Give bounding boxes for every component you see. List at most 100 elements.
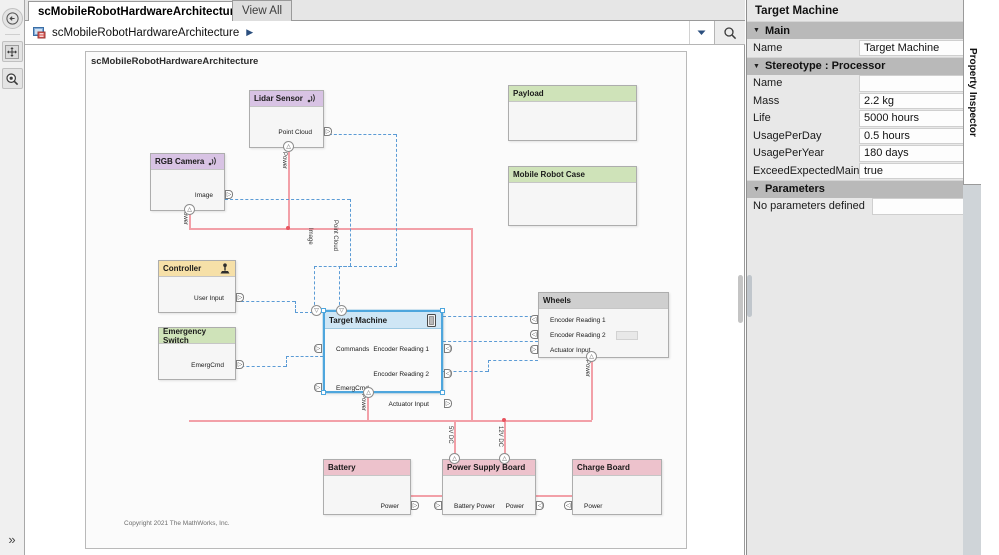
block-target-machine[interactable]: Target Machine Commands ▷ EmergCmd ▷ Enc…: [311, 305, 452, 408]
inspector-row-value[interactable]: [872, 198, 975, 215]
block-lidar-sensor[interactable]: Lidar Sensor Point Cloud ▷ △: [249, 90, 332, 152]
power-wire-target: [367, 392, 369, 420]
tab-view-all[interactable]: View All: [232, 0, 293, 21]
signal-controller-2: [295, 301, 296, 312]
magnifier-glyph: [6, 72, 19, 85]
left-toolbar: »: [0, 0, 25, 555]
in-port-commands[interactable]: ▷: [314, 344, 322, 353]
property-inspector-panel: Target Machine ▼ Main Name Target Machin…: [746, 0, 981, 555]
inspector-row-label: Name: [753, 77, 783, 90]
breadcrumb-label[interactable]: scMobileRobotHardwareArchitecture: [52, 26, 240, 39]
block-charge-board[interactable]: Charge Board Power ◁: [564, 459, 662, 515]
in-port-encoder-2[interactable]: ◁: [444, 369, 452, 378]
out-port-actuator-input[interactable]: ▷: [444, 399, 452, 408]
power-junction-upper: [286, 226, 290, 230]
processor-glyph: [427, 314, 436, 327]
selection-handle-tr[interactable]: [440, 308, 445, 313]
inspector-row: Mass 2.2 kg: [747, 92, 981, 110]
signal-emerg-3: [286, 356, 323, 357]
breadcrumb-arrow-icon[interactable]: ▶: [246, 27, 254, 37]
inspector-row-value[interactable]: [859, 75, 975, 92]
in-port-encoder-1[interactable]: ◁: [444, 344, 452, 353]
block-body: Power ◁: [564, 476, 661, 513]
in-port-emergcmd[interactable]: ▷: [314, 383, 322, 392]
port-triangle: ▷: [325, 128, 331, 135]
block-mobile-robot-case[interactable]: Mobile Robot Case: [508, 166, 637, 226]
block-battery[interactable]: Battery Power ▷: [323, 459, 419, 515]
port-triangle: ◁: [531, 316, 537, 323]
inspector-row-value[interactable]: 5000 hours: [859, 110, 975, 127]
port-triangle: ◁: [531, 331, 537, 338]
signal-rgb-1: [225, 199, 350, 200]
inspector-row-value[interactable]: 2.2 kg: [859, 92, 975, 109]
search-icon[interactable]: [714, 21, 745, 44]
selection-handle-bl[interactable]: [321, 390, 326, 395]
port-label-psu-battery-power: Battery Power: [454, 503, 495, 510]
block-body: EmergCmd ▷: [159, 344, 244, 378]
tab-model[interactable]: scMobileRobotHardwareArchitecture: [28, 1, 251, 22]
chevron-down-icon: ▼: [753, 27, 760, 34]
block-title: Controller: [163, 264, 202, 273]
fit-to-view-icon[interactable]: [1, 41, 23, 62]
inspector-group-parameters[interactable]: ▼ Parameters: [747, 179, 981, 198]
block-wheels[interactable]: Wheels Encoder Reading 1 ◁ Encoder Readi…: [530, 292, 669, 362]
out-port-image[interactable]: ▷: [225, 190, 233, 199]
selection-handle-br[interactable]: [440, 390, 445, 395]
power-port-rgb[interactable]: △: [184, 204, 195, 215]
power-port-target[interactable]: △: [363, 387, 374, 398]
inspector-group-stereotype[interactable]: ▼ Stereotype : Processor: [747, 56, 981, 75]
signal-rgb-3: [314, 266, 351, 267]
power-port-lidar[interactable]: △: [283, 141, 294, 152]
zoom-icon[interactable]: [1, 68, 23, 89]
out-port-user-input[interactable]: ▷: [236, 293, 244, 302]
inspector-row: ExceedExpectedMain… true: [747, 162, 981, 180]
inspector-row-label: No parameters defined: [753, 200, 865, 213]
block-header: Battery: [324, 460, 410, 476]
power-wire-12v: [504, 420, 506, 458]
out-port-battery-power[interactable]: ▷: [411, 501, 419, 510]
power-port-psu-5v[interactable]: △: [449, 453, 460, 464]
search-glyph: [724, 26, 737, 39]
in-port-wheels-actuator-input[interactable]: ▷: [530, 345, 538, 354]
inspector-row-value[interactable]: Target Machine: [859, 39, 975, 56]
chevron-down-icon[interactable]: [689, 21, 713, 44]
inspector-row-value[interactable]: 180 days: [859, 145, 975, 162]
block-emergency-switch[interactable]: Emergency Switch EmergCmd ▷: [158, 327, 244, 380]
inspector-scrollbar[interactable]: [747, 275, 752, 317]
block-power-supply-board[interactable]: Power Supply Board Battery Power ▷ Power…: [434, 453, 544, 515]
diagram-canvas[interactable]: scMobileRobotHardwareArchitecture Copyri…: [85, 51, 687, 549]
selection-handle-tl[interactable]: [321, 308, 326, 313]
property-inspector-tab[interactable]: Property Inspector: [963, 0, 981, 185]
block-controller[interactable]: Controller User Input ▷: [158, 260, 244, 313]
block-title: Mobile Robot Case: [513, 170, 586, 179]
out-port-wheels-encoder-1[interactable]: ◁: [530, 315, 538, 324]
back-to-parent-icon[interactable]: [1, 8, 23, 29]
block-rgb-camera[interactable]: RGB Camera Image ▷ △: [150, 153, 233, 215]
block-payload[interactable]: Payload: [508, 85, 637, 141]
expand-panel-button[interactable]: »: [2, 529, 22, 549]
right-edge-strip: [963, 185, 981, 555]
power-port-wheels[interactable]: △: [586, 351, 597, 362]
power-bus-upper: [189, 228, 472, 230]
inspector-group-label: Stereotype : Processor: [764, 60, 886, 72]
power-port-psu-12v[interactable]: △: [499, 453, 510, 464]
inspector-row-value[interactable]: true: [859, 162, 975, 179]
out-port-psu-power[interactable]: ◁: [536, 501, 544, 510]
out-port-emergcmd[interactable]: ▷: [236, 360, 244, 369]
port-label-wheels-actuator-input: Actuator Input: [550, 347, 591, 354]
out-port-point-cloud[interactable]: ▷: [324, 127, 332, 136]
port-triangle: ▷: [226, 191, 232, 198]
in-port-psu-battery-power[interactable]: ▷: [434, 501, 442, 510]
inspector-row-value[interactable]: 0.5 hours: [859, 127, 975, 144]
diagram-canvas-area[interactable]: scMobileRobotHardwareArchitecture Copyri…: [25, 45, 745, 555]
out-port-wheels-encoder-2[interactable]: ◁: [530, 330, 538, 339]
inspector-group-main[interactable]: ▼ Main: [747, 21, 981, 39]
power-wire-battery-psu: [410, 495, 442, 497]
signal-enc2: [443, 341, 538, 342]
in-port-point-cloud-top[interactable]: ▽: [336, 305, 347, 316]
port-label-encoder-1: Encoder Reading 1: [373, 346, 429, 353]
canvas-scrollbar[interactable]: [738, 275, 743, 323]
inspector-row-label: Life: [753, 112, 771, 125]
in-port-charge-power[interactable]: ◁: [564, 501, 572, 510]
wire-label-power-lidar: Power: [281, 152, 287, 170]
